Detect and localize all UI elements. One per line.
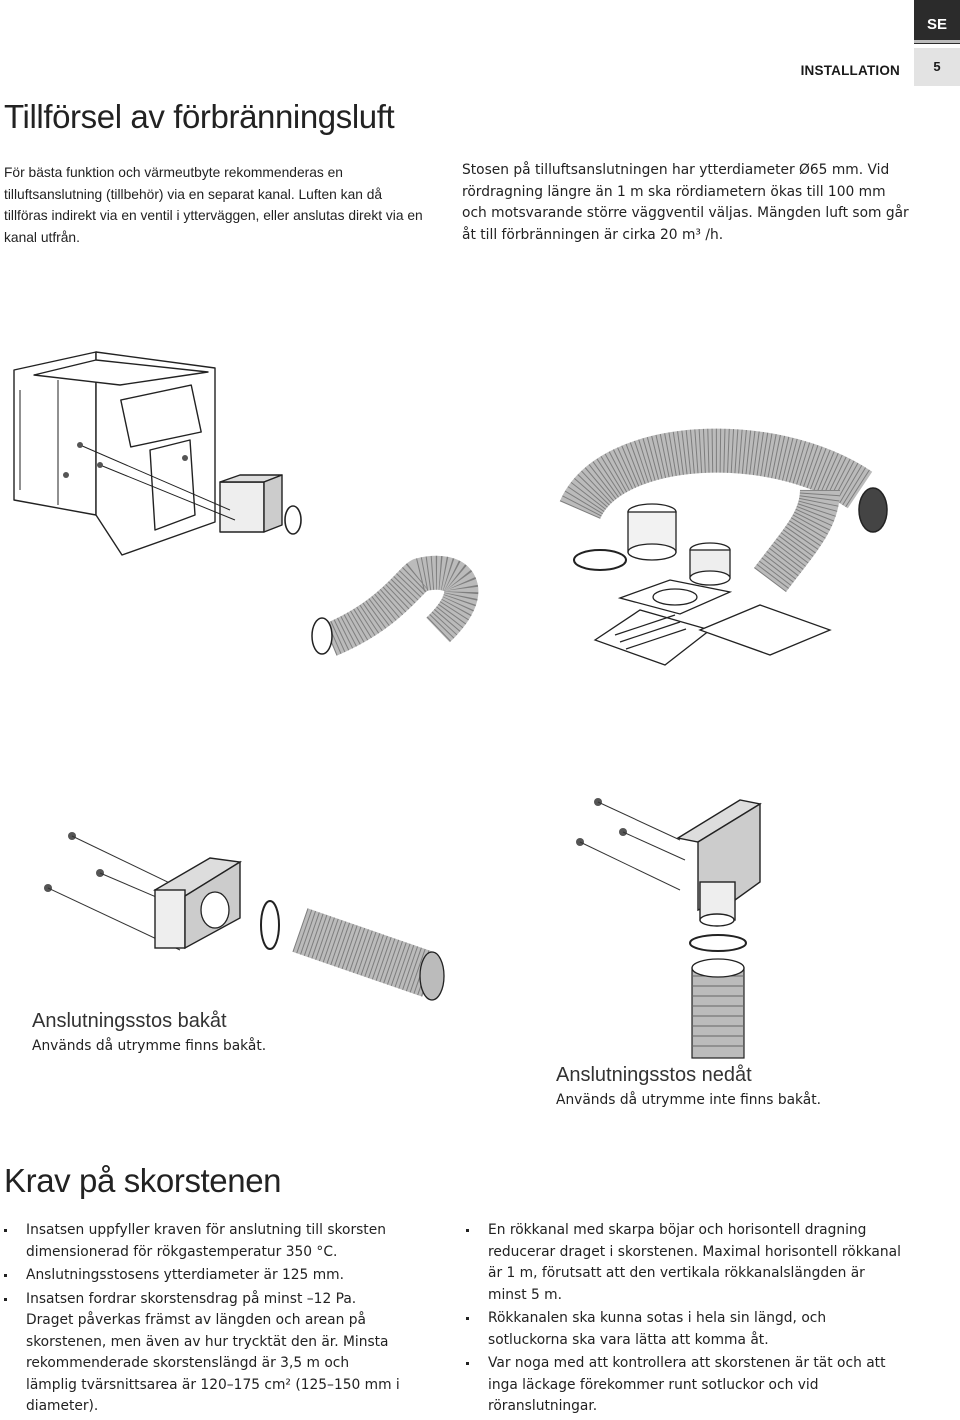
list-item-text: Rökkanalen ska kunna sotas i hela sin lä… [488, 1310, 827, 1348]
section-label: INSTALLATION [800, 63, 900, 78]
bullet-icon [4, 1229, 7, 1232]
list-item: Rökkanalen ska kunna sotas i hela sin lä… [466, 1308, 906, 1351]
language-tab: SE [914, 0, 960, 44]
list-item-text: En rökkanal med skarpa böjar och horison… [488, 1222, 901, 1303]
list-item: Insatsen uppfyller kraven för anslutning… [4, 1220, 404, 1263]
intro-left-paragraph: För bästa funktion och värmeutbyte rekom… [4, 165, 423, 245]
bullet-icon [466, 1229, 469, 1232]
bullet-icon [466, 1317, 469, 1320]
page-title: Tillförsel av förbränningsluft [4, 98, 395, 135]
list-item-text: Insatsen fordrar skorstensdrag på minst … [26, 1290, 400, 1415]
list-item-text: Var noga med att kontrollera att skorste… [488, 1355, 886, 1414]
list-item-text: Anslutningsstosens ytterdiameter är 125 … [26, 1267, 344, 1283]
accessory-kit-illustration [559, 428, 888, 666]
intro-right-paragraph: Stosen på tilluftsanslutningen har ytter… [462, 162, 909, 243]
page-number: 5 [914, 48, 960, 86]
back-connection-subtitle: Används då utrymme finns bakåt. [32, 1038, 267, 1054]
back-connection-title: Anslutningsstos bakåt [32, 1010, 227, 1032]
bullet-icon [4, 1297, 7, 1301]
list-item: Insatsen fordrar skorstensdrag på minst … [4, 1289, 404, 1418]
down-connection-subtitle: Används då utrymme inte finns bakåt. [556, 1092, 822, 1108]
list-item: Var noga med att kontrollera att skorste… [466, 1353, 906, 1418]
list-item-text: Insatsen uppfyller kraven för anslutning… [26, 1222, 386, 1260]
chimney-left-list: Insatsen uppfyller kraven för anslutning… [4, 1220, 404, 1420]
list-item: En rökkanal med skarpa böjar och horison… [466, 1220, 906, 1306]
chimney-section-title: Krav på skorstenen [4, 1162, 282, 1199]
list-item: Anslutningsstosens ytterdiameter är 125 … [4, 1265, 404, 1287]
chimney-right-list: En rökkanal med skarpa böjar och horison… [466, 1220, 906, 1420]
bullet-icon [4, 1274, 7, 1277]
down-connection-title: Anslutningsstos nedåt [556, 1064, 752, 1086]
bullet-icon [466, 1362, 469, 1365]
down-connection-illustration [576, 798, 762, 1059]
stove-hose-illustration [13, 351, 479, 656]
back-connection-illustration [44, 832, 445, 1001]
